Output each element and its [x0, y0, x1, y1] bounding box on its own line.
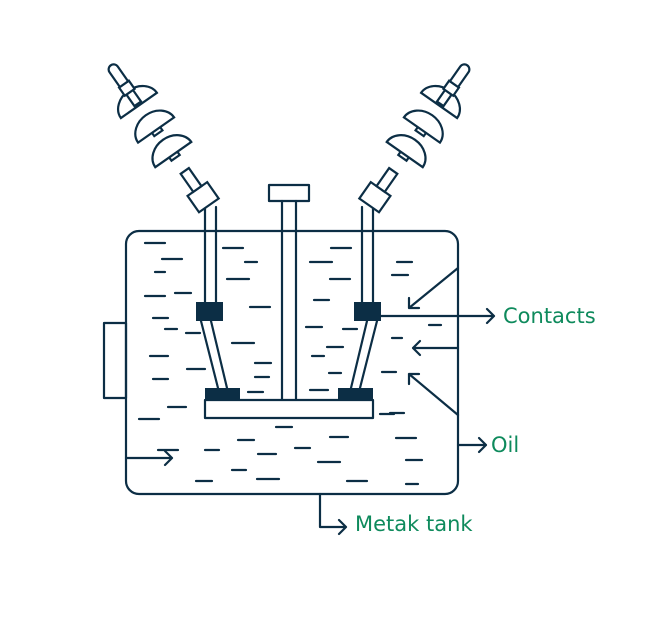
- oil-label: Oil: [491, 433, 520, 457]
- tank-arrow: [318, 492, 348, 536]
- moving-contact-left: [205, 388, 240, 400]
- arrow-mid: [411, 339, 460, 357]
- fixed-contact-right: [354, 302, 381, 321]
- operating-rod-cap: [267, 183, 311, 203]
- tank-inner-arrow: [124, 449, 174, 467]
- moving-contact-right: [338, 388, 373, 400]
- arrow-diag-bottom: [407, 372, 460, 417]
- metal-tank: [124, 229, 460, 496]
- bushing-right: [350, 51, 487, 220]
- arrow-diag-top: [407, 266, 460, 310]
- side-box: [102, 321, 128, 400]
- contacts-arrow: [379, 307, 496, 325]
- contacts-label: Contacts: [503, 304, 596, 328]
- oil-arrow: [456, 436, 488, 454]
- fixed-contact-left: [196, 302, 223, 321]
- oil-dashes: [137, 241, 443, 486]
- moving-contact-bar: [203, 398, 375, 420]
- bushing-left: [91, 51, 228, 220]
- tank-label: Metak tank: [355, 512, 473, 536]
